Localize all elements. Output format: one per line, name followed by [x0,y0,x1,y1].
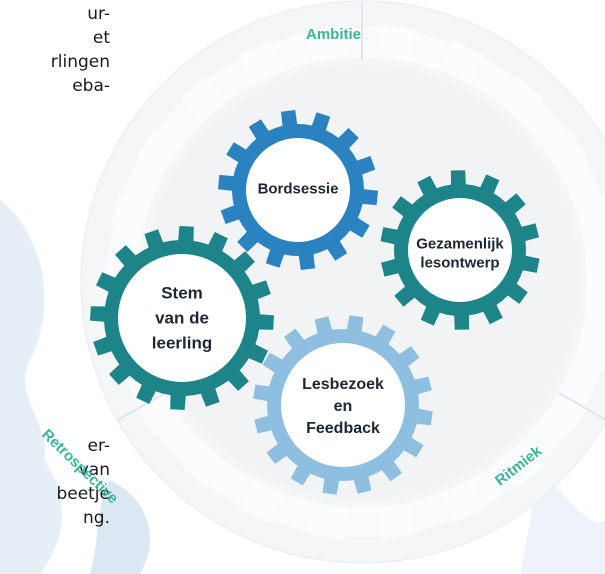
body-text-line: er- [87,436,111,456]
gear-label-line: en [333,398,353,415]
gear-label-line: van de [155,308,209,328]
body-text-line: van [78,460,110,480]
ring-tooth [541,128,588,176]
gear-bordsessie [218,110,378,270]
ring-tooth [541,388,588,436]
body-text-top: ur- et rlingen eba- [0,2,110,98]
body-text-line: ng. [83,508,110,528]
ring-tooth [495,76,544,124]
gear-gezamenlijk-lesontwerp [380,170,540,330]
body-text-line: et [92,28,110,48]
ring-tooth [309,502,348,540]
ring-tooth [240,479,285,524]
gear-label-bordsessie: Bordsessie [258,181,339,200]
gear-center [246,138,350,242]
ring-tooth [376,502,415,540]
body-text-line: rlingen [50,52,110,72]
gear-label-line: Stem [161,283,203,303]
gear-label-line: Feedback [306,420,380,437]
gear-center [281,343,405,467]
body-text-bottom: er- van beetje ng. [0,434,110,530]
gear-label-gezamenlijk-lesontwerp: Gezamenlijk lesontwerp [416,235,504,273]
gear-label-lesbezoek-en-feedback: Lesbezoek en Feedback [302,374,384,440]
ring-label-ambitie: Ambitie [306,26,362,43]
gear-label-line: lesontwerp [420,254,500,271]
gear-label-line: leerling [151,333,213,353]
gear-label-stem-van-de-leerling: Stem van de leerling [152,281,212,356]
gear-label-line: Lesbezoek [302,376,384,393]
gear-lesbezoek-en-feedback [253,315,433,495]
gear-stem-van-de-leerling [90,226,274,410]
ring-tooth [110,193,151,236]
ring-tooth [376,24,415,62]
ring-dividers [117,2,605,421]
ring-tooth [573,193,605,236]
ring-tooth [180,76,229,124]
ring-tooth [136,128,183,176]
ring-tooth [180,440,229,488]
body-text-line: beetje [56,484,110,504]
ring-tooth [587,263,605,301]
ring-tooth [439,40,484,85]
gear-center [118,254,246,382]
body-text-line: ur- [87,4,110,24]
ring-tooth [439,479,484,524]
ring-tooth [573,328,605,371]
gear-label-line: Gezamenlijk [416,235,504,253]
gear-center [408,198,512,302]
gear-label-line: Bordsessie [257,180,339,198]
ring-tooth [495,440,544,488]
ring-tooth [309,24,348,62]
ring-tooth [240,40,285,85]
body-text-line: eba- [72,76,110,96]
